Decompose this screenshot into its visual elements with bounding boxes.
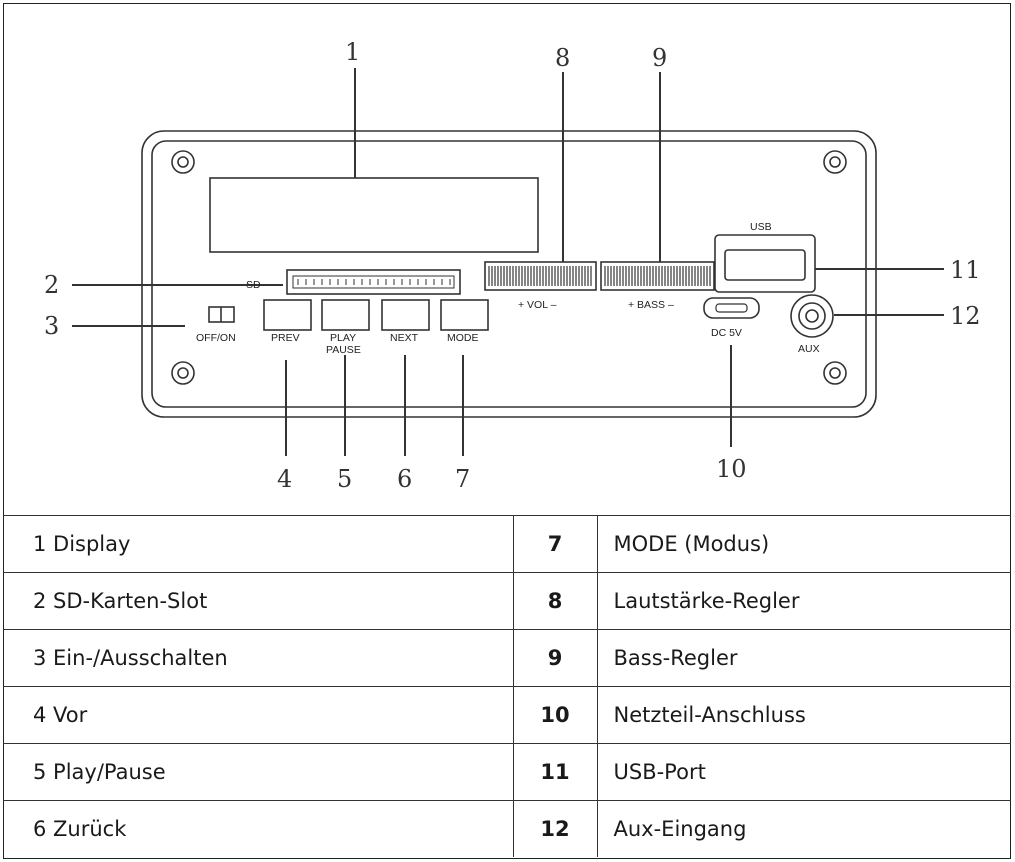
legend-item-label: 2 SD-Karten-Slot	[3, 572, 513, 630]
callout-7: 7	[455, 465, 470, 493]
callout-5: 5	[337, 465, 352, 493]
volume-knob	[484, 261, 597, 291]
dc-label: DC 5V	[711, 327, 742, 339]
usb-label: USB	[750, 221, 772, 233]
pause-label: PAUSE	[326, 344, 361, 356]
vol-label: + VOL –	[518, 299, 557, 311]
legend-item-number: 8	[512, 572, 597, 630]
panel-outer	[141, 130, 877, 418]
callout-9: 9	[652, 44, 667, 72]
screw-hole-bottom-right	[823, 361, 847, 385]
legend-item-label: 5 Play/Pause	[3, 743, 513, 801]
play-pause-button-shape	[321, 299, 370, 331]
sd-card-slot	[286, 269, 461, 295]
callout-12: 12	[950, 302, 981, 330]
sd-label: SD	[246, 279, 261, 291]
legend-item-label: MODE (Modus)	[596, 515, 1011, 573]
bass-label: + BASS –	[628, 299, 674, 311]
display-window	[209, 177, 539, 253]
aux-label: AUX	[798, 343, 820, 355]
play-label: PLAY	[330, 332, 356, 344]
legend-item-label: Netzteil-Anschluss	[596, 686, 1011, 744]
next-label: NEXT	[390, 332, 419, 344]
screw-hole-top-right	[823, 150, 847, 174]
callout-3: 3	[44, 312, 59, 340]
callout-6: 6	[397, 465, 412, 493]
callout-8: 8	[555, 44, 570, 72]
callout-2: 2	[44, 271, 59, 299]
prev-button-shape	[263, 299, 312, 331]
figure-frame	[3, 3, 1011, 859]
aux-jack-shape	[790, 294, 834, 338]
prev-label: PREV	[271, 332, 300, 344]
callout-11: 11	[950, 256, 981, 284]
callout-1: 1	[345, 38, 360, 66]
usb-port-shape	[714, 234, 816, 293]
screw-hole-bottom-left	[171, 361, 195, 385]
legend-item-label: 4 Vor	[3, 686, 513, 744]
dc-port-shape	[703, 297, 760, 319]
off-on-label: OFF/ON	[196, 332, 236, 344]
legend-item-number: 9	[512, 629, 597, 687]
legend-item-number: 10	[512, 686, 597, 744]
legend-item-number: 11	[512, 743, 597, 801]
legend-item-number: 7	[512, 515, 597, 573]
screw-hole-top-left	[171, 150, 195, 174]
legend-item-label: Aux-Eingang	[596, 800, 1011, 857]
legend-item-label: Lautstärke-Regler	[596, 572, 1011, 630]
panel-diagram: 1 8 9 2 3 4 5 6 7 10 11 12 SD OFF/ON PRE…	[44, 38, 981, 493]
legend-item-number: 12	[512, 800, 597, 857]
legend-item-label: 3 Ein-/Ausschalten	[3, 629, 513, 687]
callout-10: 10	[716, 455, 747, 483]
bass-knob	[600, 261, 715, 291]
callout-4: 4	[277, 465, 292, 493]
legend-item-label: Bass-Regler	[596, 629, 1011, 687]
panel-inner	[151, 140, 867, 408]
legend-item-label: 6 Zurück	[3, 800, 513, 857]
next-button-shape	[381, 299, 430, 331]
legend-item-label: 1 Display	[3, 515, 513, 573]
mode-button-shape	[440, 299, 489, 331]
mode-label: MODE	[447, 332, 479, 344]
legend-item-label: USB-Port	[596, 743, 1011, 801]
